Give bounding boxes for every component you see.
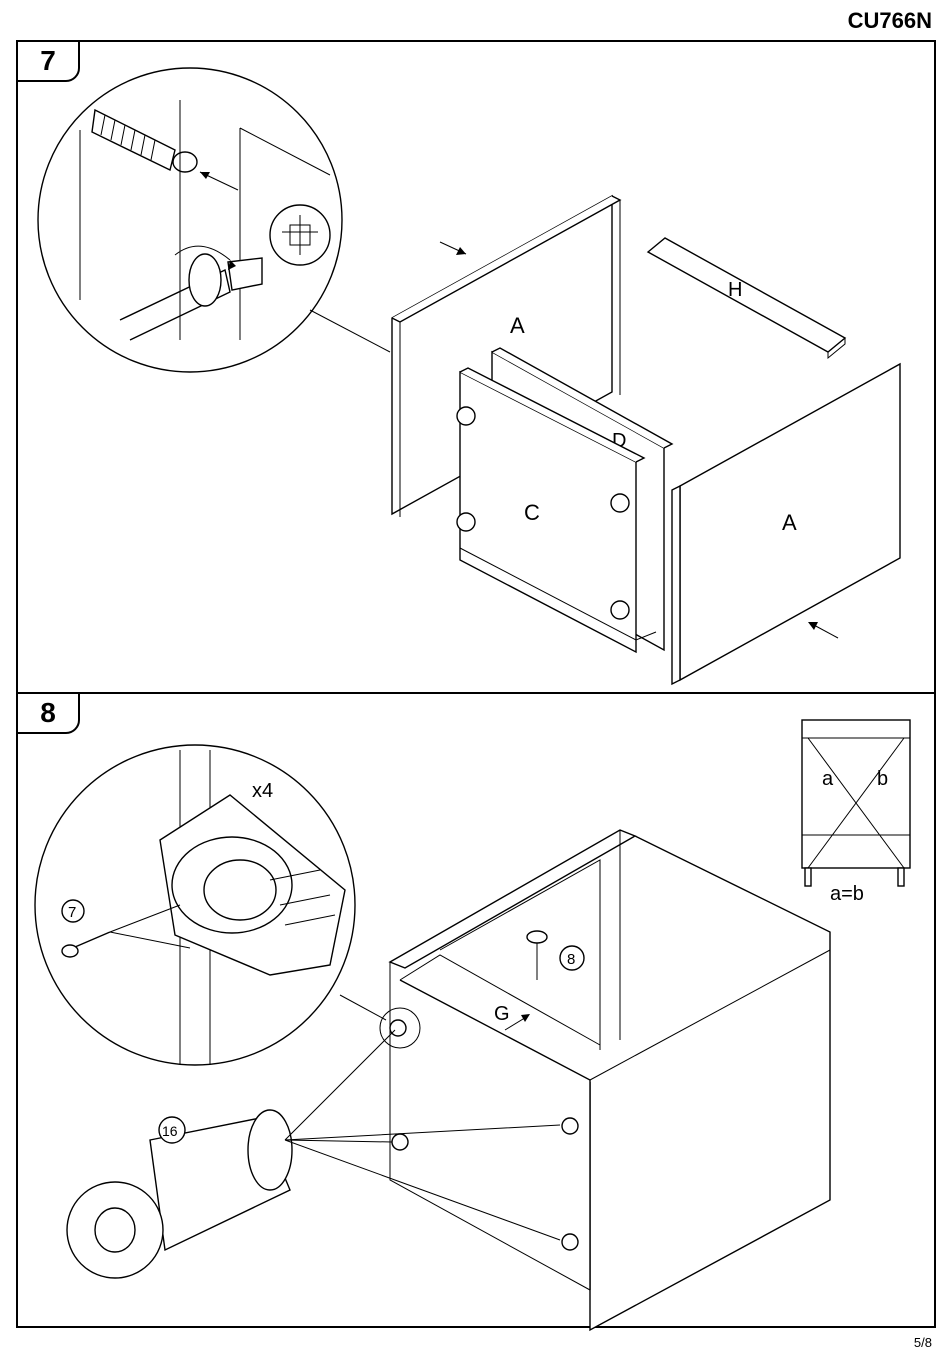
step7-detail-circle [38, 68, 342, 372]
part-number-16: 16 [162, 1123, 178, 1139]
quantity-label: x4 [252, 780, 273, 802]
part-number-8: 8 [567, 951, 575, 968]
panel-label-h: H [728, 279, 742, 301]
diagonal-b-label: b [877, 768, 888, 790]
panel-h: H [648, 238, 845, 358]
step8-detail-circle: x4 7 [35, 745, 355, 1065]
step7-leader-line [310, 310, 390, 352]
panel-label-g: G [494, 1003, 510, 1025]
part-number-7: 7 [68, 904, 76, 921]
panel-label-a2: A [782, 510, 797, 535]
diagonal-a-label: a [822, 768, 834, 790]
diagonal-equation: a=b [830, 883, 864, 905]
panel-a-right: A [672, 364, 900, 684]
nail-part: 8 [527, 931, 584, 980]
cabinet-assembly: G [380, 830, 830, 1330]
panel-label-c: C [524, 500, 540, 525]
panel-label-a1: A [510, 313, 525, 338]
diagonal-check-inset: a b a=b [802, 720, 910, 905]
page-number: 5/8 [914, 1335, 932, 1350]
